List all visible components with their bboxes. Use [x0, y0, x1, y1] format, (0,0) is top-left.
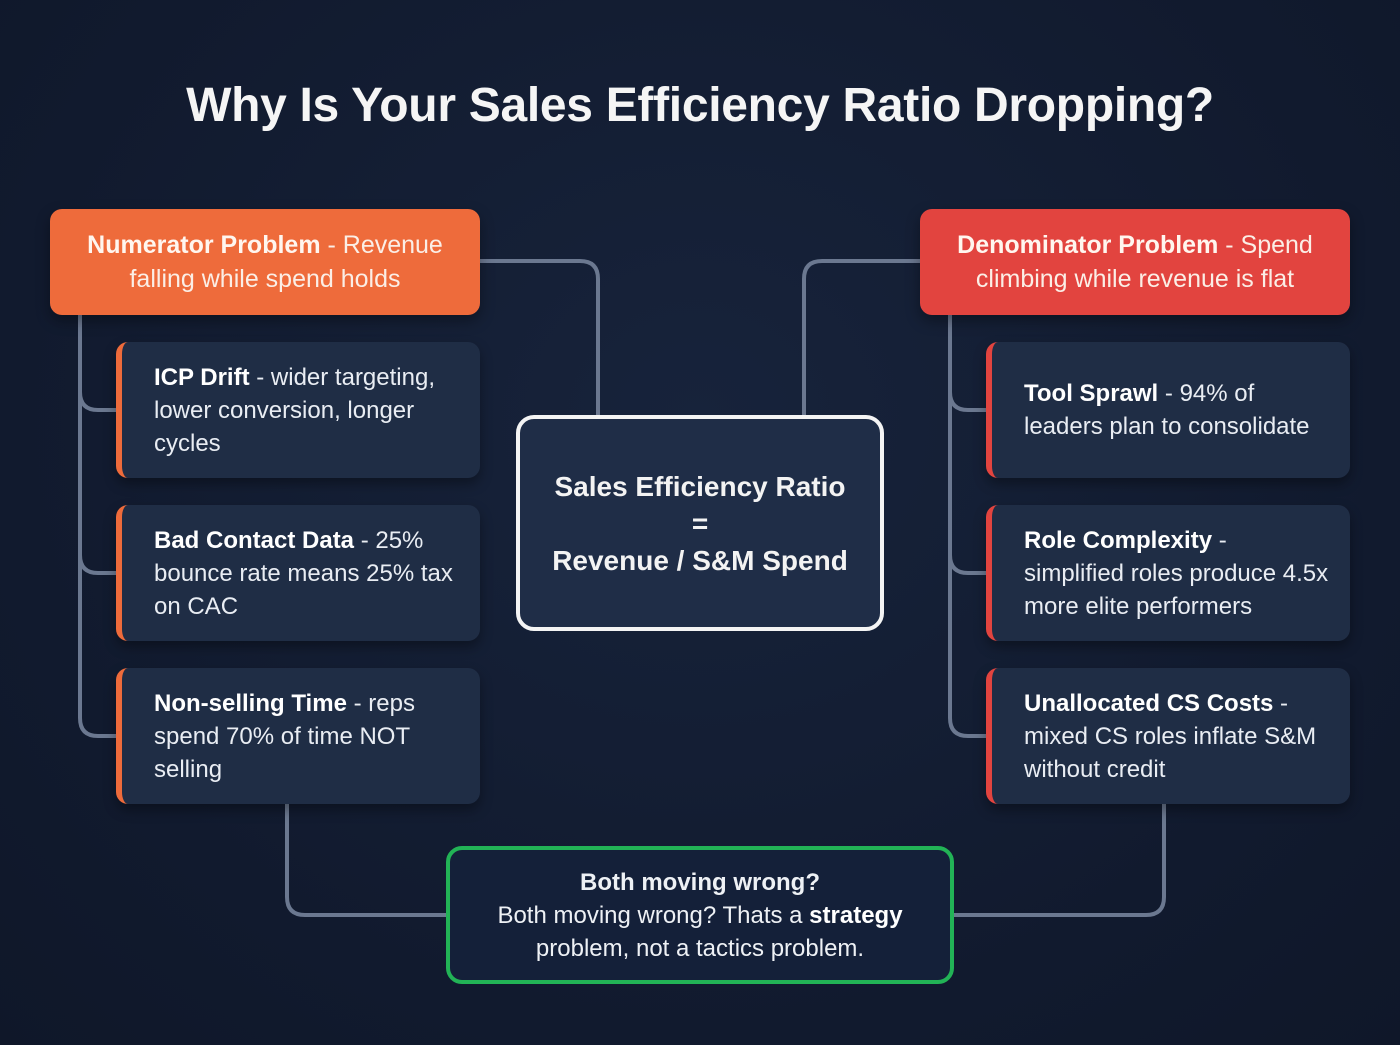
sales-efficiency-formula-box: Sales Efficiency Ratio = Revenue / S&M S… — [516, 415, 884, 631]
numerator-problem-header: Numerator Problem - Revenue falling whil… — [50, 209, 480, 315]
card-title: ICP Drift — [154, 363, 250, 391]
card-title: Unallocated CS Costs — [1024, 689, 1274, 717]
card-tool-sprawl: Tool Sprawl - 94% of leaders plan to con… — [986, 342, 1350, 478]
card-title: Bad Contact Data — [154, 526, 355, 554]
denominator-header-title: Denominator Problem — [957, 231, 1219, 259]
page-title: Why Is Your Sales Efficiency Ratio Dropp… — [186, 79, 1214, 132]
bottom-text-emphasis: strategy — [809, 901, 903, 929]
card-desc: - wider targeting, lower conversion, lon… — [154, 363, 435, 457]
bottom-heading: Both moving wrong? — [580, 868, 820, 896]
card-icp-drift: ICP Drift - wider targeting, lower conve… — [116, 342, 480, 478]
card-non-selling-time: Non-selling Time - reps spend 70% of tim… — [116, 668, 480, 804]
card-bad-contact-data: Bad Contact Data - 25% bounce rate means… — [116, 505, 480, 641]
card-unallocated-cs-costs: Unallocated CS Costs - mixed CS roles in… — [986, 668, 1350, 804]
formula-expression: Revenue / S&M Spend — [552, 544, 848, 576]
bottom-text-start: Both moving wrong? Thats a — [497, 901, 810, 929]
card-role-complexity: Role Complexity - simplified roles produ… — [986, 505, 1350, 641]
numerator-header-desc: - Revenue falling while spend holds — [129, 231, 443, 293]
card-desc: - reps spend 70% of time NOT selling — [154, 689, 415, 783]
formula-name: Sales Efficiency Ratio — [554, 470, 846, 502]
card-title: Role Complexity — [1024, 526, 1213, 554]
denominator-header-desc: - Spend climbing while revenue is flat — [975, 231, 1313, 293]
card-title: Tool Sprawl — [1024, 380, 1159, 407]
formula-equals: = — [691, 507, 709, 539]
card-desc: - 94% of leaders plan to consolidate — [1024, 380, 1310, 440]
both-moving-wrong-box: Both moving wrong? Both moving wrong? Th… — [446, 846, 954, 984]
bottom-text-end: problem, not a tactics problem. — [535, 934, 865, 962]
card-title: Non-selling Time — [154, 689, 347, 717]
card-desc: - simplified roles produce 4.5x more eli… — [1024, 526, 1329, 620]
card-desc: - 25% bounce rate means 25% tax on CAC — [154, 526, 453, 620]
denominator-problem-header: Denominator Problem - Spend climbing whi… — [920, 209, 1350, 315]
numerator-header-title: Numerator Problem — [87, 231, 321, 259]
card-desc: - mixed CS roles inflate S&M without cre… — [1024, 689, 1317, 783]
